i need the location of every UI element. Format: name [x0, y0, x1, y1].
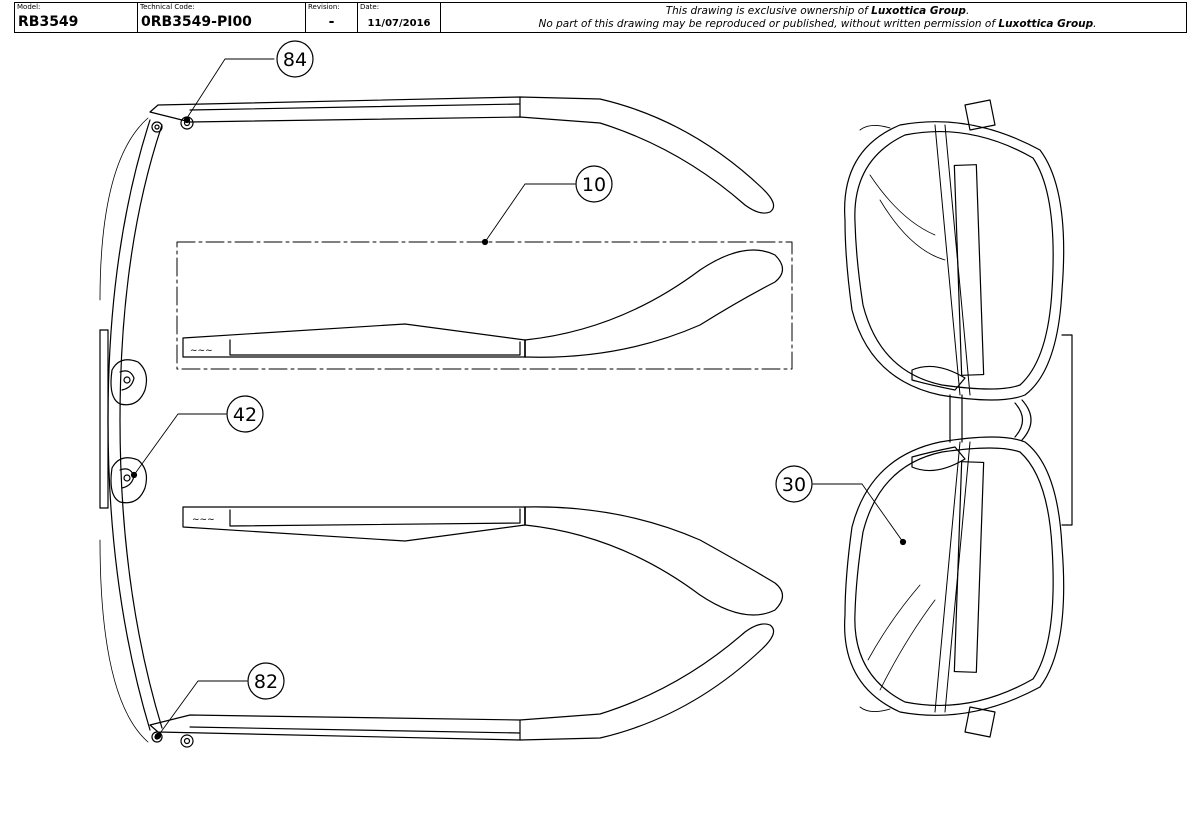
model-caption: Model: — [17, 3, 41, 11]
title-block: Model: RB3549 Technical Code: 0RB3549-PI… — [14, 2, 1187, 33]
revision-caption: Revision: — [308, 3, 340, 11]
callout-10-label: 10 — [582, 174, 606, 196]
date-value: 11/07/2016 — [367, 18, 431, 29]
temple-detail-box: ~~~ — [176, 241, 793, 370]
model-value: RB3549 — [18, 14, 79, 30]
date-cell: Date: 11/07/2016 — [358, 3, 441, 32]
temple-logo-upper: ~~~ — [190, 346, 213, 356]
callout-30-label: 30 — [782, 474, 806, 496]
hinge-screw-bottom — [151, 731, 194, 748]
callout-84-label: 84 — [283, 49, 307, 71]
temple-side-view-lower: ~~~ — [182, 506, 784, 616]
callout-30: 30 — [775, 465, 907, 546]
revision-cell: Revision: - — [306, 3, 358, 32]
technical-code-value: 0RB3549-PI00 — [141, 14, 252, 30]
technical-code-caption: Technical Code: — [140, 3, 195, 11]
notice-line-2: No part of this drawing may be reproduce… — [538, 18, 1097, 30]
notice-line-1: This drawing is exclusive ownership of L… — [665, 5, 970, 17]
callout-84: 84 — [183, 40, 314, 124]
date-caption: Date: — [360, 3, 380, 11]
ownership-notice: This drawing is exclusive ownership of L… — [455, 5, 1180, 31]
callout-10: 10 — [481, 165, 613, 246]
owner-name-1: Luxottica Group — [871, 5, 966, 17]
temple-logo-lower: ~~~ — [192, 515, 215, 525]
nose-pad-upper — [110, 359, 148, 406]
front-rim-edge — [99, 117, 163, 743]
callout-42: 42 — [130, 395, 264, 479]
technical-code-cell: Technical Code: 0RB3549-PI00 — [138, 3, 306, 32]
frame-top-view — [99, 96, 775, 748]
owner-name-2: Luxottica Group — [998, 18, 1094, 30]
frame-front-view — [844, 99, 1073, 738]
callout-42-label: 42 — [233, 404, 257, 426]
upper-temple — [149, 96, 775, 214]
callout-82-label: 82 — [254, 671, 278, 693]
lower-temple — [149, 623, 775, 741]
model-cell: Model: RB3549 — [15, 3, 138, 32]
callout-82: 82 — [154, 662, 285, 740]
revision-value: - — [328, 14, 335, 30]
